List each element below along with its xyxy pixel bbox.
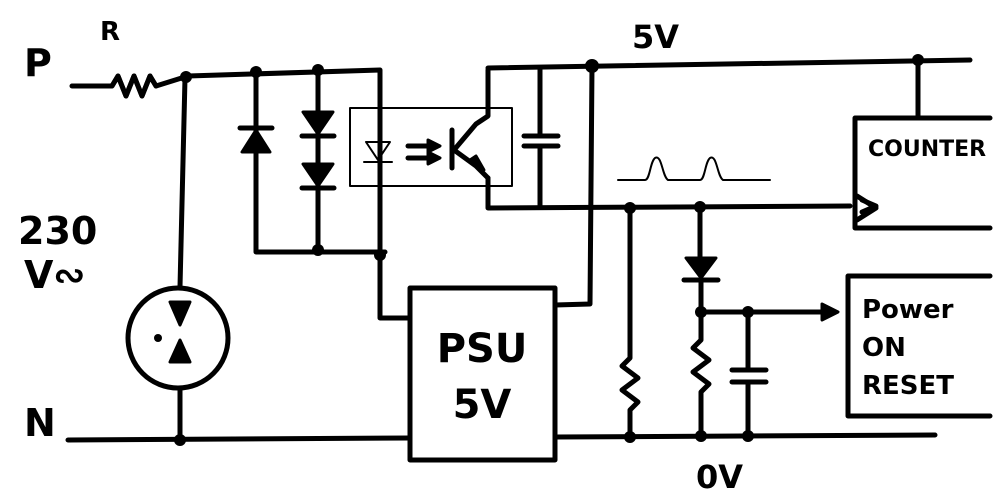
label-0v-rail: 0V	[696, 458, 743, 496]
psu-label-1: PSU	[437, 326, 528, 372]
counter-block: COUNTER	[852, 115, 993, 231]
por-label-2: ON	[862, 333, 906, 363]
psu-input-wire	[377, 252, 413, 321]
rail-5v-wire	[485, 54, 973, 121]
power-on-reset-box: Power ON RESET	[845, 273, 993, 419]
label-p: P	[24, 41, 52, 85]
por-label-3: RESET	[862, 371, 954, 401]
mains-lamp	[125, 75, 231, 443]
power-on-reset-network	[681, 203, 840, 439]
protection-diodes	[237, 67, 388, 255]
label-230: 230	[18, 209, 97, 253]
signal-wire	[485, 175, 879, 215]
live-wire	[69, 67, 383, 258]
label-5v-rail: 5V	[632, 18, 679, 56]
psu-block: PSU 5V	[407, 285, 558, 463]
psu-label-2: 5V	[453, 382, 512, 428]
psu-supply-wire	[552, 59, 599, 308]
junction-dots	[174, 64, 754, 446]
resistor-r	[109, 73, 159, 99]
counter-label: COUNTER	[868, 137, 986, 162]
label-r: R	[100, 17, 120, 47]
por-label-1: Power	[862, 295, 954, 325]
label-n: N	[24, 401, 56, 445]
optocoupler	[349, 67, 513, 187]
neutral-wire	[65, 432, 938, 443]
label-vac: V∾	[24, 253, 85, 297]
pulldown-resistor	[619, 203, 641, 440]
pulse-waveform	[617, 156, 771, 181]
decoupling-capacitor	[521, 65, 561, 209]
